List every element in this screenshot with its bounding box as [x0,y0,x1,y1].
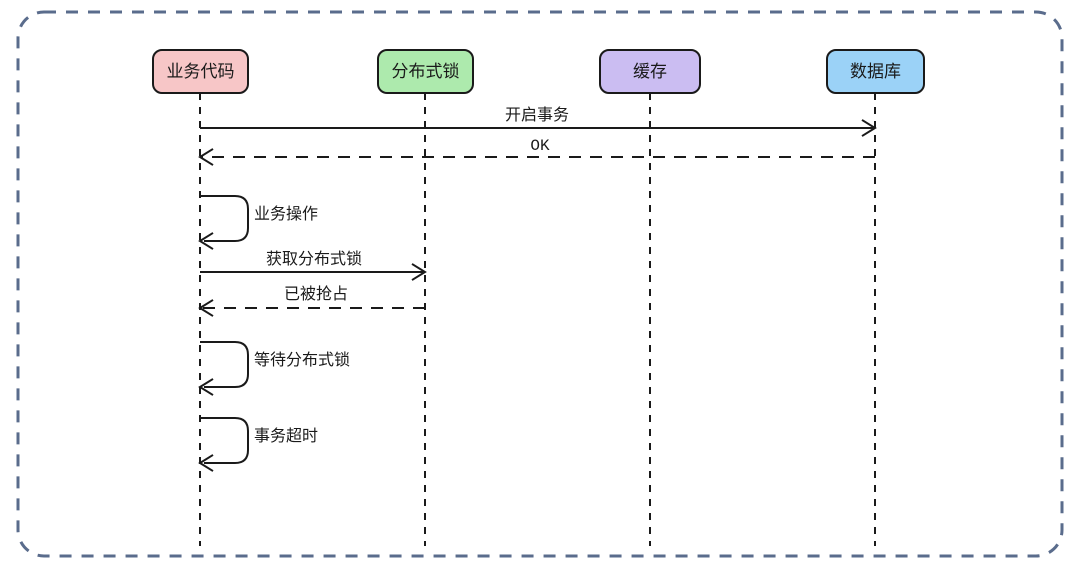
participants-layer: 业务代码 分布式锁 缓存 数据库 [152,49,925,94]
message-label-business-operation: 业务操作 [254,205,318,223]
arrowhead-wait-for-lock [198,378,214,396]
participant-business-code[interactable]: 业务代码 [152,49,249,94]
message-line-business-operation [200,195,249,242]
message-line-transaction-timeout [200,417,249,464]
participant-label-business-code: 业务代码 [167,62,235,81]
message-acquire-lock: 获取分布式锁 [200,250,427,281]
participant-box-database[interactable] [826,49,925,94]
arrowhead-business-operation [198,232,214,250]
message-transaction-ok: OK [198,137,875,166]
participant-box-distributed-lock[interactable] [377,49,474,94]
arrowhead-lock-preempted [198,299,214,317]
message-label-transaction-ok: OK [530,137,550,155]
participant-label-database: 数据库 [850,62,901,81]
message-business-operation: 业务操作 [198,195,318,250]
message-label-acquire-lock: 获取分布式锁 [266,250,362,268]
message-begin-transaction: 开启事务 [200,106,877,137]
message-label-transaction-timeout: 事务超时 [254,427,318,445]
message-lock-preempted: 已被抢占 [198,285,425,317]
diagram-frame-border [16,10,1064,558]
arrowhead-acquire-lock [411,263,427,281]
message-line-wait-for-lock [200,341,249,388]
message-transaction-timeout: 事务超时 [198,417,318,472]
message-label-wait-for-lock: 等待分布式锁 [254,351,350,369]
participant-distributed-lock[interactable]: 分布式锁 [377,49,474,94]
participant-label-cache: 缓存 [633,62,667,81]
lifelines-layer [199,93,876,546]
message-wait-for-lock: 等待分布式锁 [198,341,350,396]
arrowhead-transaction-timeout [198,454,214,472]
participant-cache[interactable]: 缓存 [599,49,701,94]
participant-label-distributed-lock: 分布式锁 [392,62,460,81]
message-label-begin-transaction: 开启事务 [505,106,569,124]
arrowhead-transaction-ok [198,148,214,166]
arrowhead-begin-transaction [861,119,877,137]
message-label-lock-preempted: 已被抢占 [284,285,348,303]
participant-box-business-code[interactable] [152,49,249,94]
diagram-frame-layer [16,10,1064,558]
participant-database[interactable]: 数据库 [826,49,925,94]
participant-box-cache[interactable] [599,49,701,94]
